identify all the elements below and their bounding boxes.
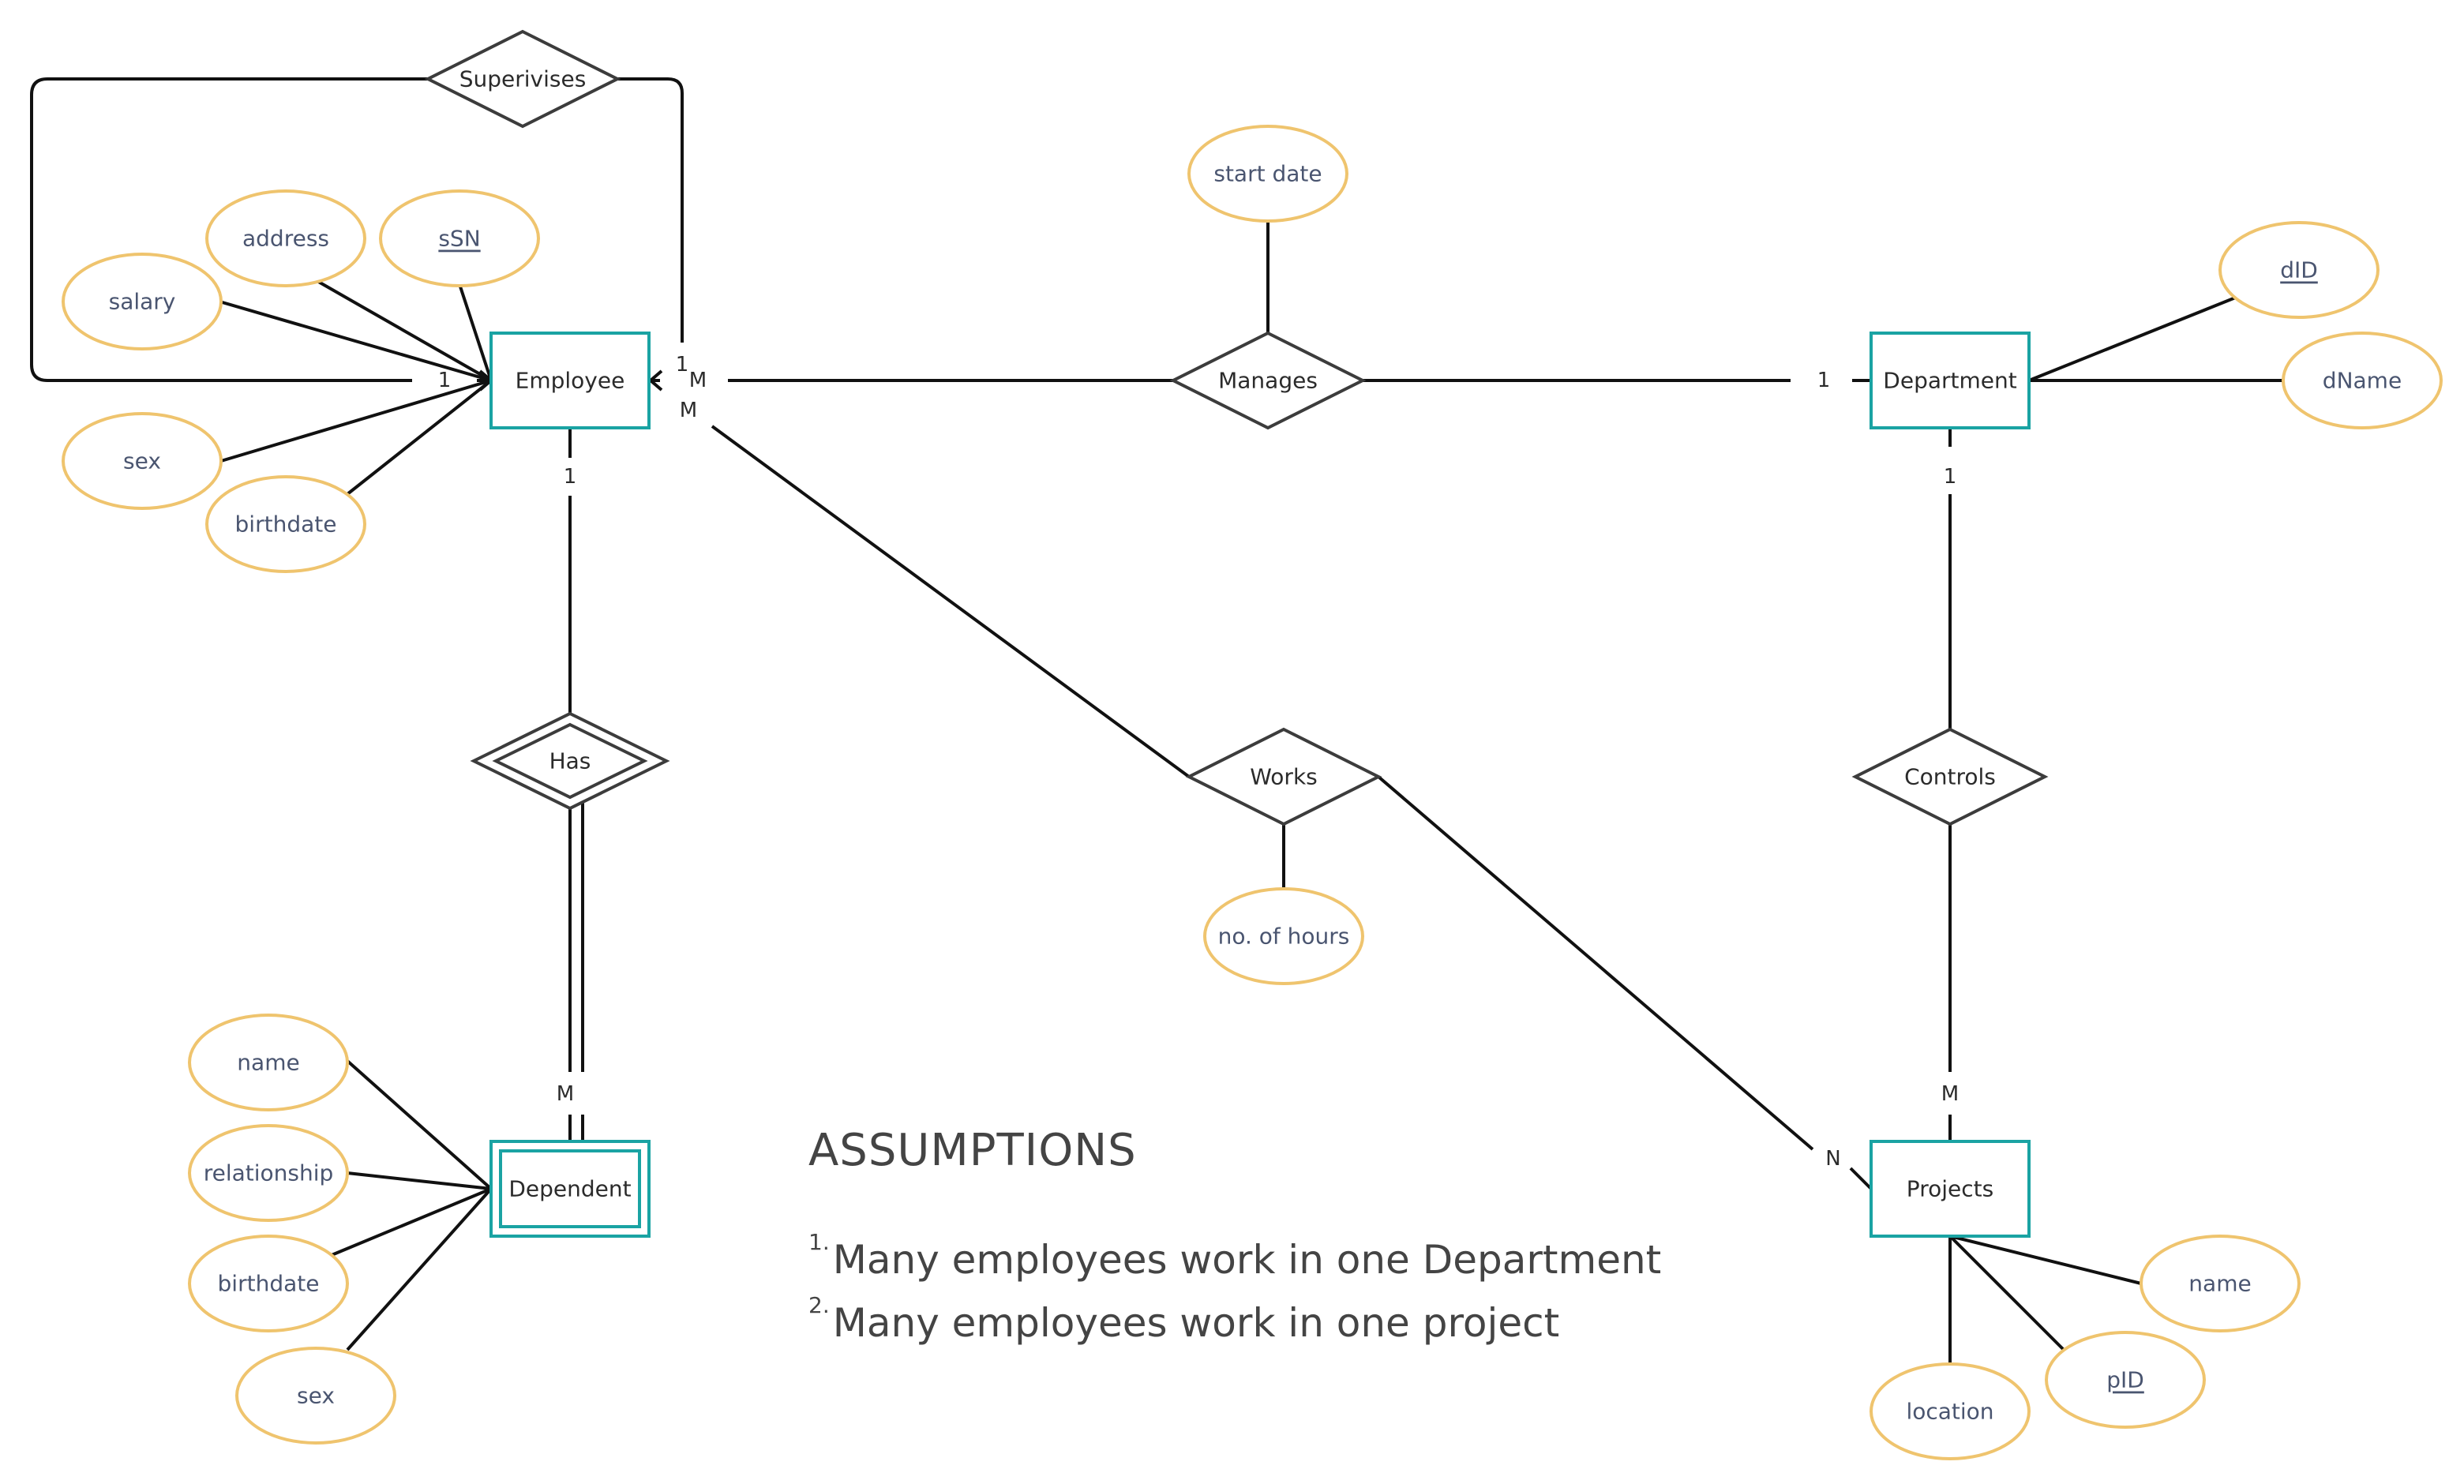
assumption-item: 1.Many employees work in one Department — [808, 1211, 1661, 1283]
entity-employee[interactable]: Employee — [489, 332, 651, 429]
line-dep-sex — [346, 1187, 493, 1351]
attribute-label: sSN — [438, 226, 480, 252]
relationship-label: Controls — [1904, 764, 1996, 790]
assumption-number: 1. — [808, 1229, 830, 1255]
relationship-label: Has — [549, 748, 591, 774]
cardinality-works-projects: N — [1825, 1147, 1840, 1171]
relationship-label: Works — [1250, 764, 1318, 790]
cardinality-superivises-start: 1 — [438, 369, 452, 392]
attribute-proj-name[interactable]: name — [2140, 1235, 2301, 1332]
attribute-label: relationship — [204, 1160, 334, 1186]
attribute-emp-salary[interactable]: salary — [62, 253, 223, 350]
line-emp-ssn — [458, 283, 493, 381]
attribute-label: dID — [2280, 257, 2318, 283]
connector-lines — [30, 77, 2283, 1366]
line-emp-salary — [219, 300, 492, 382]
relationship-label: Superivises — [459, 66, 587, 92]
attribute-dep-name[interactable]: name — [188, 1014, 349, 1111]
cardinality-superivises-end: 1 — [676, 353, 689, 377]
line-dep-birthdate — [331, 1187, 492, 1257]
assumption-text: Many employees work in one project — [832, 1300, 1560, 1346]
relationship-has[interactable]: Has — [470, 711, 670, 811]
attribute-dep-birthdate[interactable]: birthdate — [188, 1235, 349, 1332]
relationship-works[interactable]: Works — [1185, 727, 1382, 826]
entity-label: Dependent — [508, 1176, 631, 1202]
line-proj-name — [1949, 1235, 2142, 1285]
attribute-label: pID — [2106, 1367, 2144, 1393]
attribute-dept-did[interactable]: dID — [2218, 221, 2380, 319]
attribute-emp-birthdate[interactable]: birthdate — [205, 475, 366, 573]
attribute-dep-relationship[interactable]: relationship — [188, 1124, 349, 1222]
relationship-controls[interactable]: Controls — [1851, 727, 2049, 826]
cardinality-has-dependent: M — [557, 1082, 574, 1106]
assumption-text: Many employees work in one Department — [832, 1237, 1662, 1283]
relationship-manages[interactable]: Manages — [1169, 331, 1367, 430]
attribute-emp-sex[interactable]: sex — [62, 412, 223, 510]
superivises-loop-left — [30, 77, 429, 382]
cardinality-has-employee: 1 — [564, 465, 577, 489]
attribute-dep-sex[interactable]: sex — [235, 1347, 396, 1445]
attribute-label: name — [237, 1050, 299, 1076]
entity-department[interactable]: Department — [1870, 332, 2031, 429]
attribute-label: no. of hours — [1218, 924, 1350, 950]
attribute-proj-location[interactable]: location — [1870, 1362, 2031, 1460]
line-works-projects-end — [1849, 1167, 1873, 1190]
assumptions-title: ASSUMPTIONS — [808, 1125, 1137, 1176]
attribute-label: dName — [2323, 368, 2402, 394]
attribute-emp-address[interactable]: address — [205, 189, 366, 287]
attribute-label: sex — [123, 448, 161, 474]
cardinality-manages-employee: M — [689, 369, 707, 392]
superivises-loop-right — [617, 77, 684, 343]
cardinality-labels: 1 1 M M 1 1 M 1 M N — [438, 353, 1959, 1171]
relationship-label: Manages — [1218, 368, 1318, 394]
line-proj-pid — [1948, 1235, 2065, 1351]
attribute-works-hours[interactable]: no. of hours — [1203, 887, 1364, 985]
attribute-label: birthdate — [235, 512, 337, 538]
attribute-emp-ssn[interactable]: sSN — [379, 189, 540, 287]
line-dep-name — [346, 1059, 493, 1190]
entity-dependent[interactable]: Dependent — [489, 1140, 651, 1238]
attribute-label: location — [1906, 1399, 1993, 1425]
cardinality-controls-projects: M — [1941, 1082, 1959, 1106]
attribute-dept-dname[interactable]: dName — [2282, 332, 2443, 429]
line-works-projects — [1377, 775, 1814, 1151]
attribute-label: start date — [1213, 161, 1322, 187]
line-dep-relationship — [347, 1171, 492, 1190]
assumption-item: 2.Many employees work in one project — [808, 1274, 1661, 1346]
line-dept-did — [2028, 295, 2238, 382]
line-works-employee — [711, 425, 1191, 778]
attribute-proj-pid[interactable]: pID — [2045, 1331, 2206, 1429]
entity-label: Department — [1883, 368, 2016, 394]
entity-label: Employee — [516, 368, 625, 394]
attribute-label: name — [2188, 1271, 2251, 1297]
entity-projects[interactable]: Projects — [1870, 1140, 2031, 1238]
line-emp-sex — [220, 379, 492, 463]
cardinality-manages-department: 1 — [1817, 369, 1831, 392]
attribute-manages-start-date[interactable]: start date — [1187, 125, 1348, 223]
entity-label: Projects — [1907, 1176, 1993, 1202]
attribute-label: birthdate — [218, 1271, 320, 1297]
line-emp-birthdate — [346, 379, 493, 496]
attribute-label: salary — [109, 289, 176, 315]
assumption-number: 2. — [808, 1292, 830, 1318]
relationship-superivises[interactable]: Superivises — [424, 29, 621, 129]
attribute-label: address — [242, 226, 329, 252]
assumptions-section: ASSUMPTIONS 1.Many employees work in one… — [808, 1125, 1661, 1346]
manages-arrowhead — [647, 369, 663, 392]
attribute-label: sex — [297, 1383, 335, 1409]
cardinality-controls-department: 1 — [1944, 465, 1957, 489]
cardinality-works-employee: M — [680, 399, 697, 422]
line-emp-address — [315, 279, 492, 382]
